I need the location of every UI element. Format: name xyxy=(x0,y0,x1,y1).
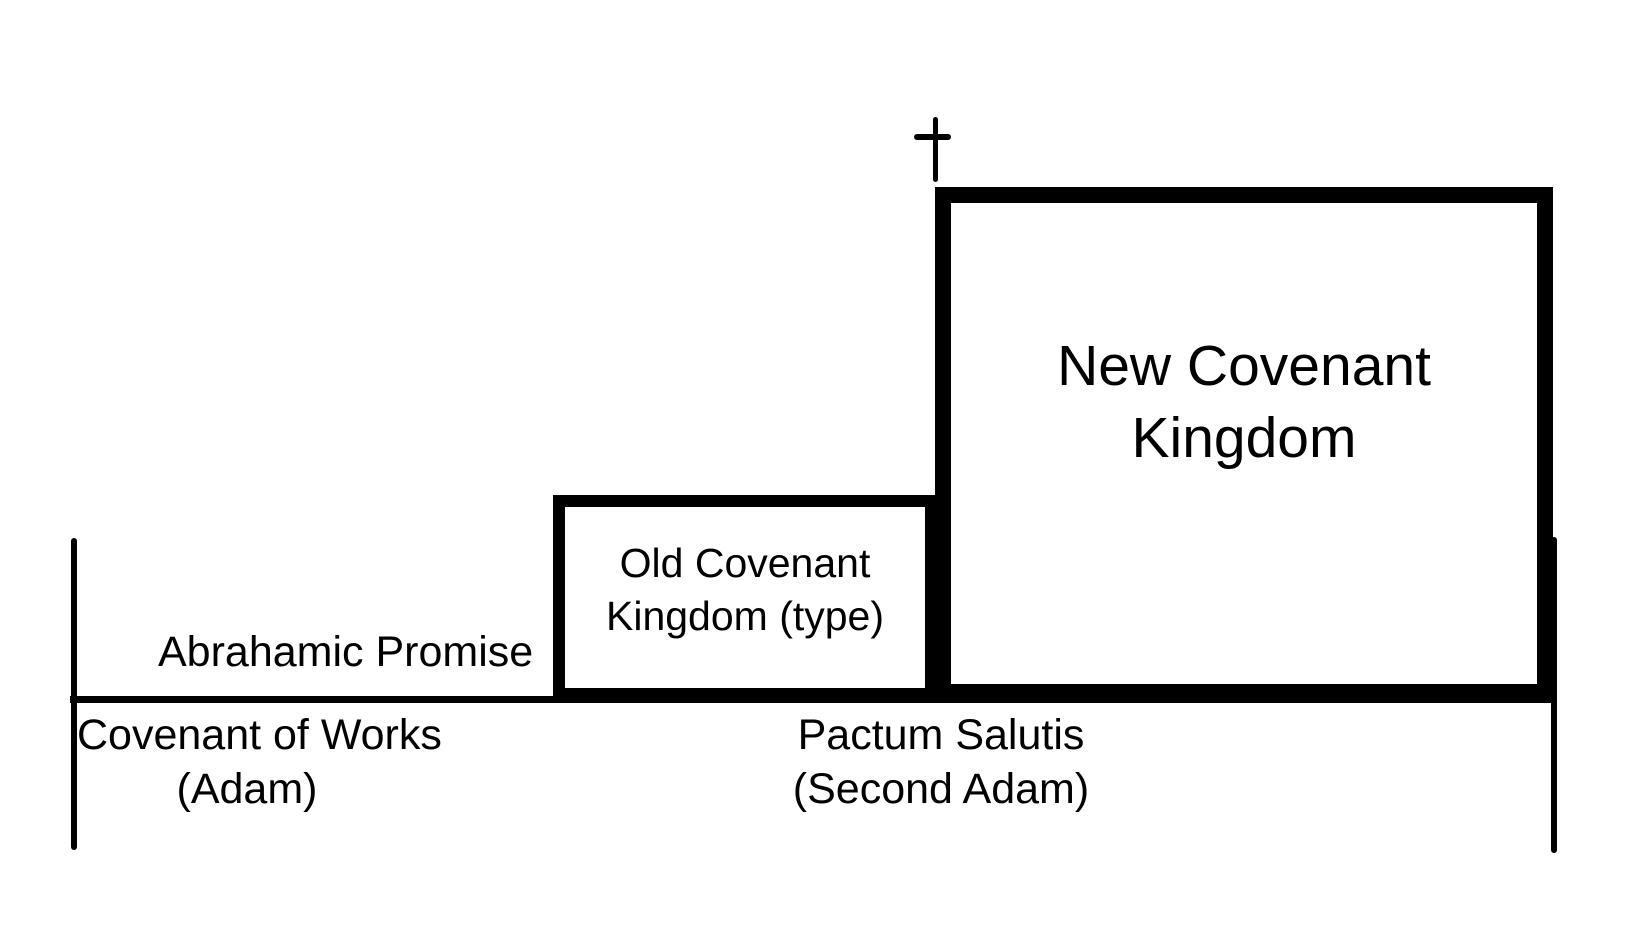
pactum-salutis-label-line2: (Second Adam) xyxy=(792,765,1090,813)
old-covenant-kingdom-box: Old Covenant Kingdom (type) xyxy=(553,495,937,700)
new-covenant-kingdom-label-line2: Kingdom xyxy=(1131,406,1357,470)
old-covenant-kingdom-label-line2: Kingdom (type) xyxy=(605,593,884,639)
pactum-salutis-label-line1: Pactum Salutis xyxy=(797,711,1085,759)
old-covenant-kingdom-label-line1: Old Covenant xyxy=(619,540,871,586)
new-covenant-kingdom-label: New Covenant Kingdom xyxy=(951,330,1537,474)
new-covenant-kingdom-box: New Covenant Kingdom xyxy=(935,187,1553,700)
covenant-of-works-label-line1: Covenant of Works xyxy=(77,711,442,759)
new-covenant-kingdom-label-line1: New Covenant xyxy=(1057,334,1431,398)
old-covenant-kingdom-label: Old Covenant Kingdom (type) xyxy=(565,537,925,643)
pactum-salutis-label: Pactum Salutis (Second Adam) xyxy=(771,708,1111,816)
covenant-of-works-label: Covenant of Works (Adam) xyxy=(77,708,442,816)
covenant-of-works-label-line2: (Adam) xyxy=(176,765,318,813)
abrahamic-promise-label: Abrahamic Promise xyxy=(158,628,534,676)
christian-cross-icon xyxy=(914,117,951,182)
timeline-end-tick xyxy=(1551,537,1557,853)
cross-horizontal-bar xyxy=(914,134,951,140)
timeline-start-tick xyxy=(71,538,77,850)
cross-vertical-bar xyxy=(933,117,938,182)
